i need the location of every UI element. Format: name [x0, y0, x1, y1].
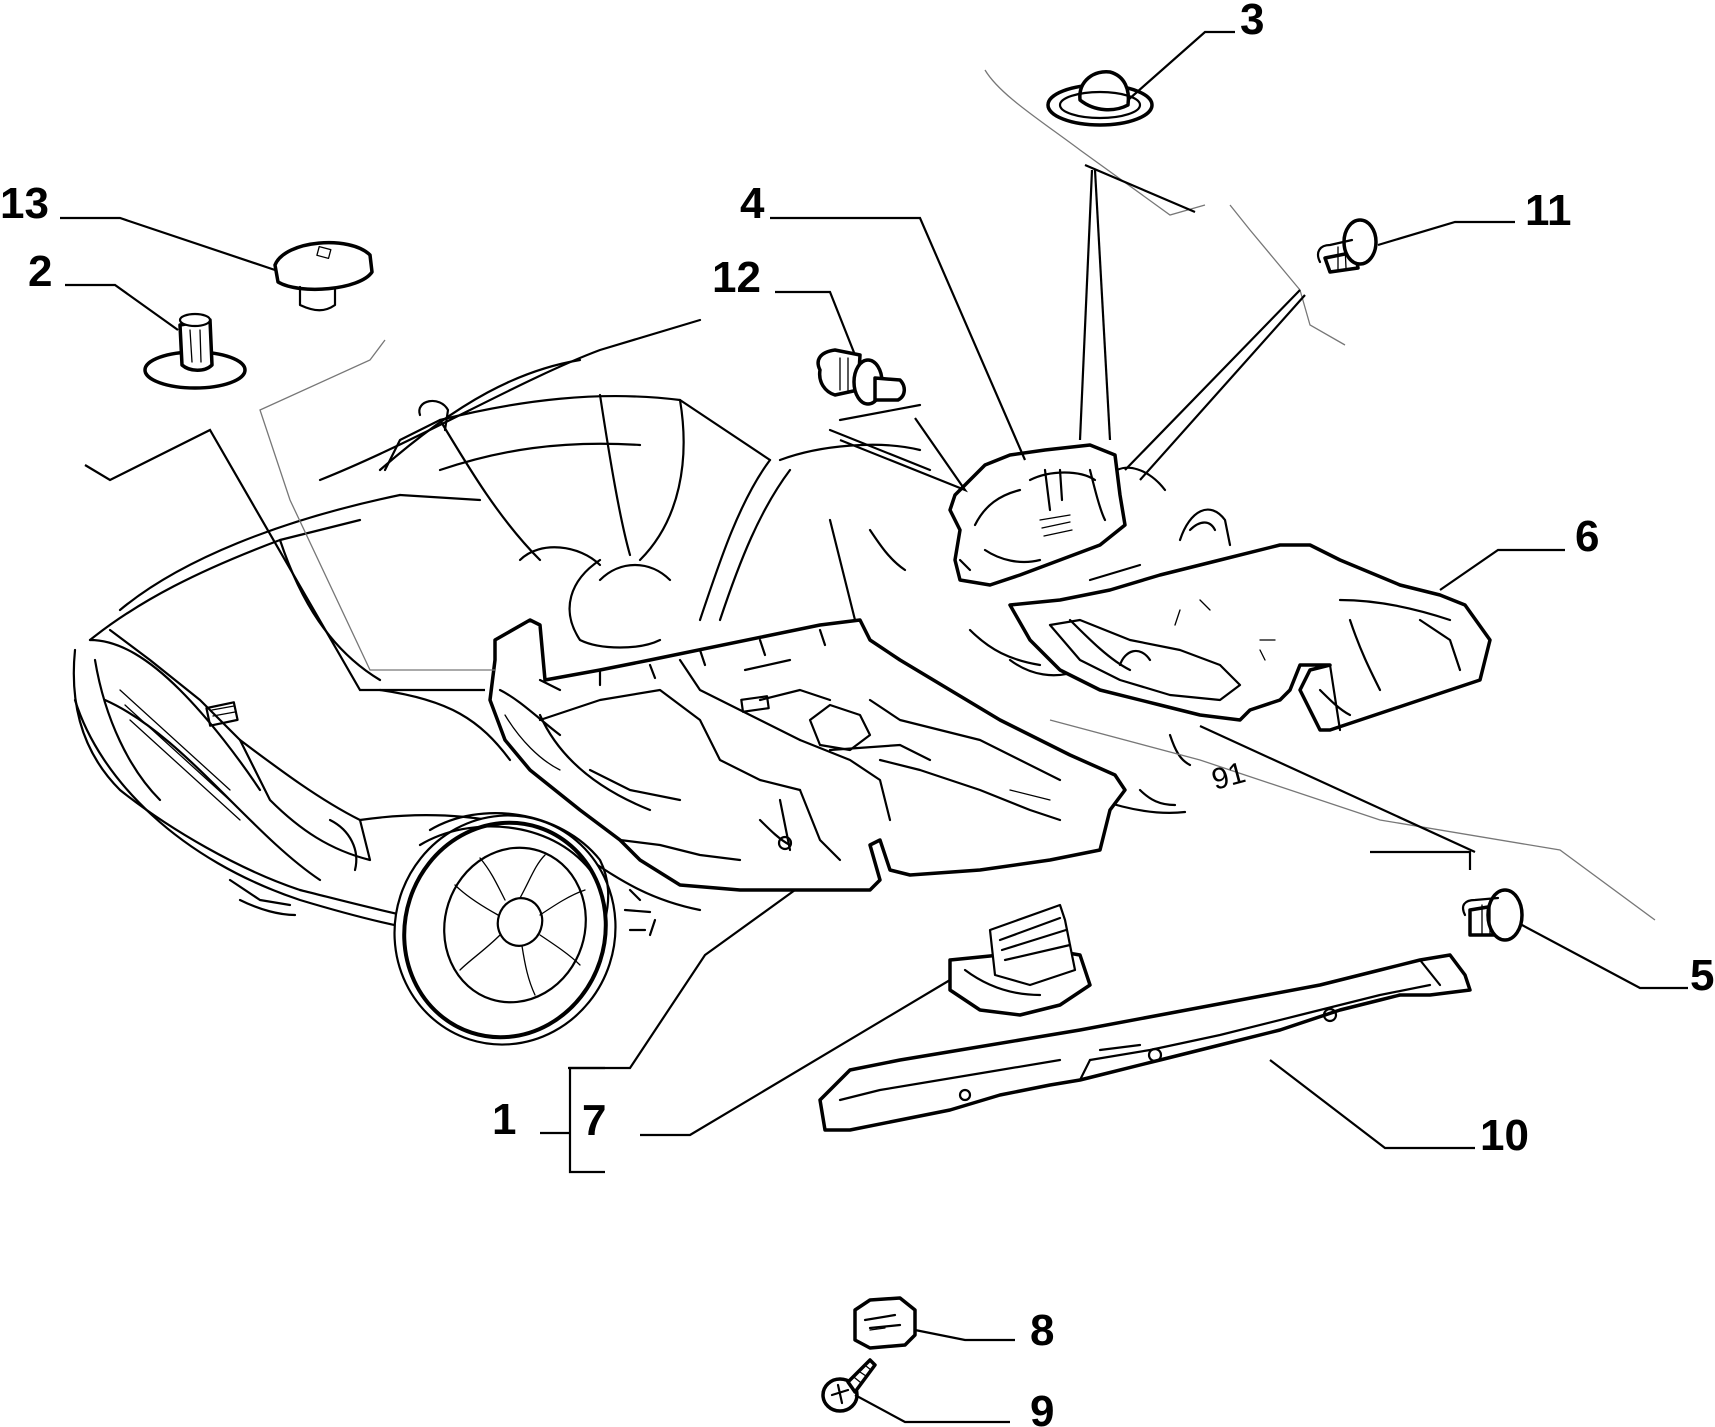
callout-4: 4: [740, 179, 765, 228]
callout-5: 5: [1690, 951, 1714, 1000]
callout-3: 3: [1240, 0, 1264, 44]
car-body-outline: [72, 318, 1232, 937]
callout-9: 9: [1030, 1387, 1054, 1427]
clip-part-5: [1461, 888, 1524, 942]
rear-carpet-part-6: [1008, 543, 1492, 732]
push-pin-part-2: [143, 312, 247, 390]
floor-mark-text: 91: [1208, 756, 1249, 797]
callout-13: 13: [0, 179, 49, 228]
pedal-cover-part-7: [948, 903, 1092, 1017]
grommet-part-3: [1046, 70, 1154, 127]
front-wheel: [393, 812, 617, 1046]
callout-12: 12: [712, 253, 761, 302]
callout-6: 6: [1575, 512, 1599, 561]
callout-7: 7: [582, 1096, 606, 1145]
callout-11: 11: [1525, 186, 1572, 235]
screw-part-9: [821, 1358, 877, 1413]
clip-part-12: [816, 348, 906, 406]
sill-trim-part-10: [818, 953, 1472, 1132]
cap-part-13: [273, 241, 374, 312]
callout-1: 1: [492, 1095, 516, 1144]
phantom-guide-lines: [259, 69, 1656, 921]
callout-2: 2: [28, 247, 52, 296]
callout-8: 8: [1030, 1306, 1054, 1355]
carpet-piece-part-4: [948, 443, 1127, 587]
callout-10: 10: [1480, 1111, 1529, 1160]
clip-part-11: [1316, 218, 1378, 274]
clip-part-8: [853, 1296, 917, 1350]
floor-carpet-part-1: [488, 618, 1127, 892]
leader-lines: [60, 30, 1688, 1424]
